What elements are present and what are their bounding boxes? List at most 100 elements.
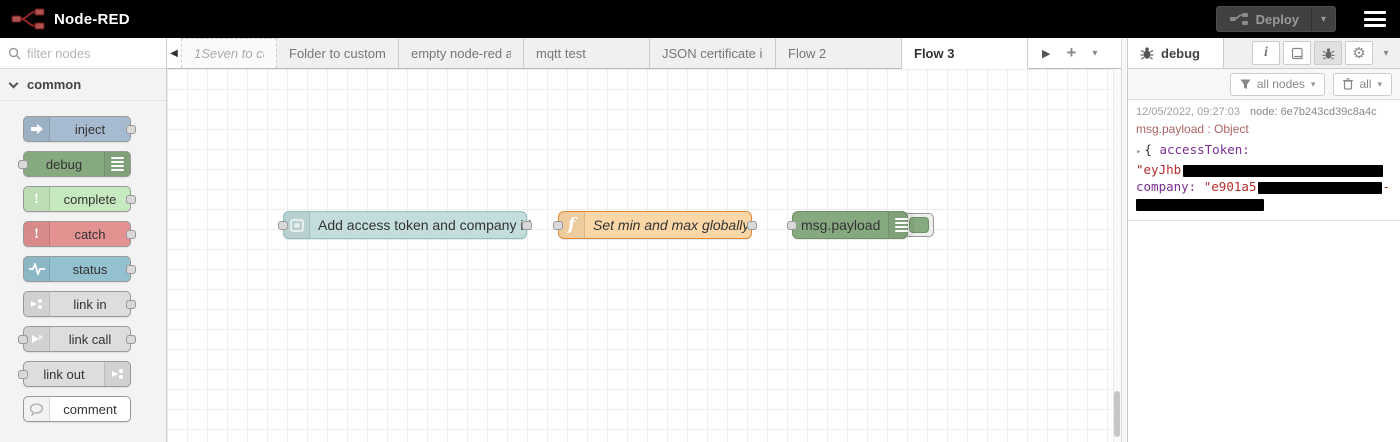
tab-flow-empty[interactable]: empty node-red azu — [399, 38, 524, 68]
debug-enable-toggle[interactable] — [904, 213, 934, 237]
template-icon — [284, 212, 310, 238]
flow-tab-bar: ◀ 1Seven to custo Folder to custom S emp… — [167, 38, 1121, 69]
palette-node-inject[interactable]: inject — [23, 116, 136, 142]
add-flow-button[interactable]: + — [1066, 43, 1076, 63]
canvas-node-function-set-min-max[interactable]: f Set min and max globally — [553, 211, 757, 239]
message-timestamp: 12/05/2022, 09:27:03 — [1136, 106, 1240, 118]
output-port[interactable] — [126, 195, 136, 204]
filter-placeholder: filter nodes — [27, 45, 91, 61]
bug-icon — [1140, 47, 1154, 60]
message-json-body[interactable]: ▸{ accessToken: "eyJhb company: "e901a5- — [1136, 141, 1392, 212]
chevron-down-icon: ▾ — [1092, 47, 1098, 59]
palette-node-link-call[interactable]: link call — [18, 326, 136, 352]
chevron-down-icon: ▾ — [1320, 13, 1327, 25]
json-line-4 — [1136, 195, 1392, 212]
palette-node-catch[interactable]: ! catch — [23, 221, 136, 247]
config-nodes-button[interactable]: ⚙ — [1345, 41, 1373, 65]
tab-scroll-left-button[interactable]: ◀ — [167, 38, 181, 68]
palette-node-link-out[interactable]: link out — [18, 361, 131, 387]
wires — [167, 69, 467, 219]
json-key-access-token: accessToken: — [1159, 142, 1250, 157]
tab-scroll-right-button[interactable]: ▶ — [1042, 47, 1050, 60]
palette-filter-input[interactable]: filter nodes — [0, 38, 166, 69]
sidebar-resize-handle[interactable] — [1121, 38, 1128, 442]
output-port[interactable] — [522, 221, 532, 230]
chevron-down-icon: ▾ — [1377, 78, 1382, 89]
flow-canvas[interactable]: Add access token and company id f Set mi… — [167, 69, 1121, 442]
chevron-down-icon: ▾ — [1383, 47, 1389, 59]
tab-flow-1seven[interactable]: 1Seven to custo — [181, 38, 277, 68]
input-port[interactable] — [278, 221, 288, 230]
deploy-options-caret[interactable]: ▾ — [1311, 7, 1335, 31]
bug-icon — [1322, 47, 1334, 60]
redacted-value — [1258, 181, 1383, 194]
output-port[interactable] — [126, 125, 136, 134]
output-port[interactable] — [126, 335, 136, 344]
output-port[interactable] — [126, 300, 136, 309]
debug-message-list[interactable]: 12/05/2022, 09:27:03 node: 6e7b243cd39c8… — [1128, 100, 1400, 442]
palette-node-status[interactable]: status — [23, 256, 136, 282]
canvas-node-add-access-token[interactable]: Add access token and company id — [278, 211, 532, 239]
debug-toolbar: all nodes ▾ all ▾ — [1128, 69, 1400, 100]
sidebar-tab-debug[interactable]: debug — [1128, 38, 1224, 68]
tab-flow-mqtt-test[interactable]: mqtt test — [524, 38, 650, 68]
flow-list-button[interactable]: ▾ — [1092, 48, 1097, 59]
palette-node-complete[interactable]: ! complete — [23, 186, 136, 212]
scroll-right-icon: ▶ — [1042, 47, 1051, 60]
debug-clear-button[interactable]: all ▾ — [1333, 72, 1392, 96]
input-port[interactable] — [787, 221, 797, 230]
link-icon — [104, 362, 130, 386]
debug-lines-icon — [104, 152, 130, 176]
json-key-company: company: — [1136, 179, 1197, 194]
link-icon — [24, 292, 50, 316]
input-port[interactable] — [18, 335, 28, 344]
help-tab-button[interactable] — [1283, 41, 1311, 65]
input-port[interactable] — [553, 221, 563, 230]
chevron-down-icon — [8, 78, 19, 88]
json-line-2: "eyJhb — [1136, 161, 1392, 178]
input-port[interactable] — [18, 370, 28, 379]
sidebar-tab-label: debug — [1161, 45, 1200, 61]
book-icon — [1291, 47, 1303, 59]
redacted-value — [1136, 198, 1264, 211]
debug-tab-button[interactable] — [1314, 41, 1342, 65]
palette-node-comment[interactable]: comment — [23, 396, 131, 422]
debug-sidebar: debug i — [1128, 38, 1400, 442]
message-node-id: node: 6e7b243cd39c8a4c — [1249, 106, 1377, 118]
tab-flow-folder[interactable]: Folder to custom S — [277, 38, 399, 68]
input-port[interactable] — [18, 160, 28, 169]
deploy-button[interactable]: Deploy ▾ — [1215, 6, 1336, 32]
tab-flow-3[interactable]: Flow 3 — [902, 38, 1028, 69]
app-title: Node-RED — [54, 10, 130, 28]
palette-node-link-in[interactable]: link in — [23, 291, 136, 317]
workspace: ◀ 1Seven to custo Folder to custom S emp… — [167, 38, 1121, 442]
message-property-name: msg.payload : Object — [1136, 122, 1249, 136]
info-tab-button[interactable]: i — [1252, 41, 1280, 65]
debug-filter-button[interactable]: all nodes ▾ — [1229, 72, 1326, 96]
scrollbar-thumb[interactable] — [1114, 391, 1120, 437]
output-port[interactable] — [126, 265, 136, 274]
search-icon — [8, 47, 21, 59]
sidebar-menu-caret[interactable]: ▾ — [1376, 41, 1396, 65]
scroll-left-icon: ◀ — [170, 47, 178, 59]
node-red-logo: Node-RED — [10, 7, 130, 31]
tab-flow-json-certificate[interactable]: JSON certificate inp — [650, 38, 776, 68]
main-menu-button[interactable] — [1364, 11, 1386, 27]
trash-icon — [1343, 78, 1354, 90]
palette-node-debug[interactable]: debug — [18, 151, 131, 177]
output-port[interactable] — [747, 221, 757, 230]
header-bar: Node-RED Deploy ▾ — [0, 0, 1400, 38]
plus-icon: + — [1066, 43, 1077, 62]
canvas-node-debug-msg-payload[interactable]: msg.payload — [787, 211, 915, 239]
debug-lines-icon — [888, 212, 915, 238]
output-port[interactable] — [126, 230, 136, 239]
funnel-icon — [1240, 79, 1251, 89]
tab-flow-2[interactable]: Flow 2 — [776, 38, 902, 68]
pulse-icon — [24, 257, 50, 281]
expand-arrow-icon[interactable]: ▸ — [1136, 147, 1142, 157]
canvas-vertical-scrollbar[interactable] — [1113, 69, 1121, 442]
inject-arrow-icon — [24, 117, 50, 141]
chevron-down-icon: ▾ — [1310, 78, 1316, 89]
palette-category-common[interactable]: common — [0, 69, 166, 101]
debug-message: 12/05/2022, 09:27:03 node: 6e7b243cd39c8… — [1128, 100, 1400, 221]
